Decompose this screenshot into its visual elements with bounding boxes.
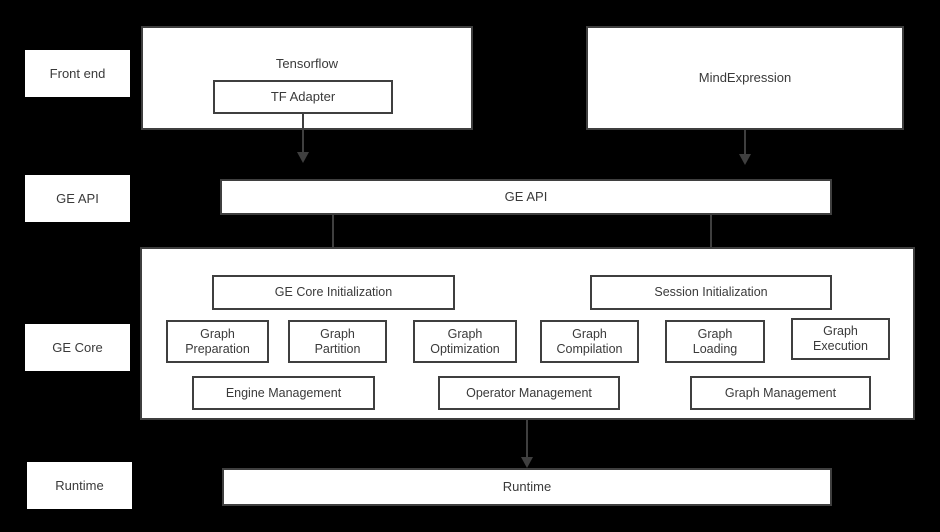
graph-preparation-box[interactable]: Graph Preparation	[166, 320, 269, 363]
session-initialization-box[interactable]: Session Initialization	[590, 275, 832, 310]
connector-mindexpression-geapi-arrow	[739, 154, 751, 165]
connector-geapi-coreinit-line	[332, 215, 334, 259]
connector-geapi-sessioninit-line	[710, 215, 712, 259]
connector-gecore-runtime-line	[526, 420, 528, 460]
stage-label-ge-core: GE Core	[25, 324, 130, 371]
graph-compilation-box[interactable]: Graph Compilation	[540, 320, 639, 363]
stage-label-ge-api: GE API	[25, 175, 130, 222]
tensorflow-label: Tensorflow	[275, 56, 339, 71]
tf-adapter-box[interactable]: TF Adapter	[213, 80, 393, 114]
connector-gecore-runtime-arrow	[521, 457, 533, 468]
connector-tfadapter-geapi-arrow	[297, 152, 309, 163]
graph-loading-box[interactable]: Graph Loading	[665, 320, 765, 363]
operator-management-box[interactable]: Operator Management	[438, 376, 620, 410]
ge-api-bar[interactable]: GE API	[220, 179, 832, 215]
graph-management-box[interactable]: Graph Management	[690, 376, 871, 410]
mindexpression-frame[interactable]: MindExpression	[586, 26, 904, 130]
graph-optimization-box[interactable]: Graph Optimization	[413, 320, 517, 363]
runtime-bar[interactable]: Runtime	[222, 468, 832, 506]
graph-execution-box[interactable]: Graph Execution	[791, 318, 890, 360]
ge-core-initialization-box[interactable]: GE Core Initialization	[212, 275, 455, 310]
stage-label-runtime: Runtime	[27, 462, 132, 509]
connector-mindexpression-geapi-line	[744, 130, 746, 156]
engine-management-box[interactable]: Engine Management	[192, 376, 375, 410]
tensorflow-frame[interactable]: Tensorflow	[141, 26, 473, 130]
graph-partition-box[interactable]: Graph Partition	[288, 320, 387, 363]
stage-label-front-end: Front end	[25, 50, 130, 97]
connector-tfadapter-geapi-line	[302, 114, 304, 154]
